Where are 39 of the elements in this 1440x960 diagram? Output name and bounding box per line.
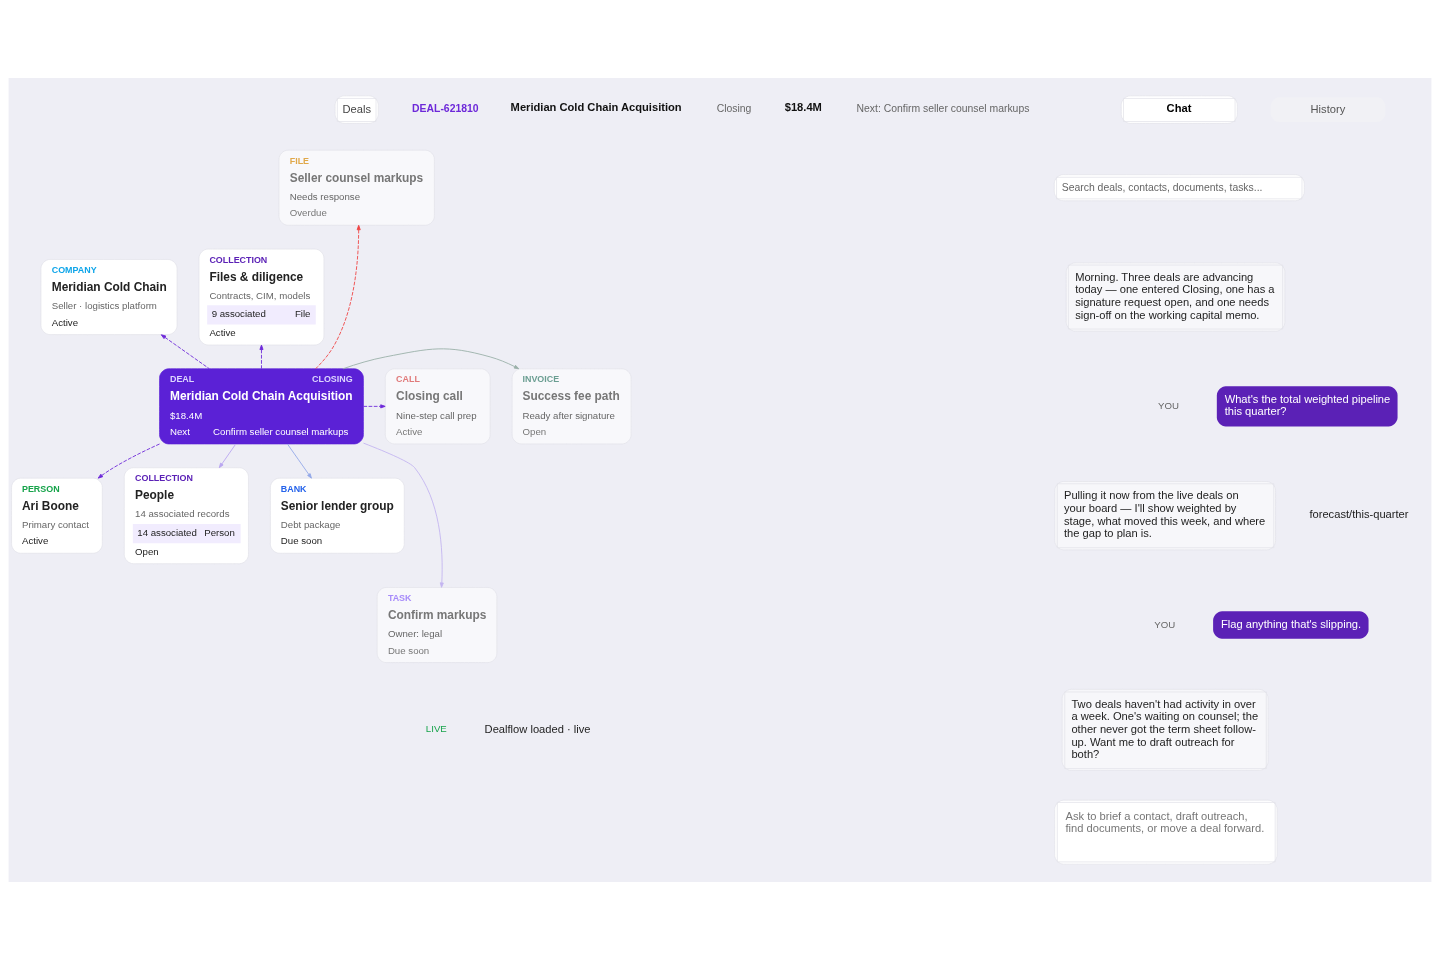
arrow <box>363 442 444 588</box>
label: Next: Confirm seller counsel markups <box>856 103 1030 115</box>
label: Search deals, contacts, documents, tasks... <box>1061 181 1263 193</box>
arrow <box>97 443 160 479</box>
label: What's the total weighted pipeline this quarter? <box>1224 392 1391 418</box>
label: YOU <box>1154 618 1176 630</box>
node-box: COLLECTION People 14 associated records 14 associated Person Open <box>123 467 249 565</box>
label: Flag anything that's slipping. <box>1220 618 1362 631</box>
arrow <box>342 348 520 370</box>
label: Chat <box>1166 101 1192 114</box>
arrow <box>287 443 312 479</box>
label: Ask to brief a contact, draft outreach, find documents, or move a deal forward. <box>1065 809 1265 835</box>
arrow <box>160 334 210 370</box>
node-box: INVOICE Success fee path Ready after signature Open <box>511 368 632 445</box>
node-box: DEAL CLOSING Meridian Cold Chain Acquisition $18.4M Next Confirm seller counsel markups <box>159 368 364 445</box>
arrow <box>259 344 264 370</box>
node-box: FILE Seller counsel markups Needs response Overdue <box>278 149 435 226</box>
label: Two deals haven't had activity in over a week. One's waiting on counsel; the other never got the term sheet follow-up. Want me to draft outreach for both? <box>1071 697 1259 761</box>
label: Deals <box>342 102 372 115</box>
label: Closing <box>716 103 752 115</box>
label: forecast/this-quarter <box>1309 508 1409 521</box>
node-box: PERSON Ari Boone Primary contact Active <box>11 477 103 554</box>
label: Pulling it now from the live deals on your board — I'll show weighted by stage, what moved this week, and where the gap to plan is. <box>1063 489 1266 540</box>
node-box: COMPANY Meridian Cold Chain Seller · logistics platform Active <box>40 259 178 335</box>
label: YOU <box>1158 399 1180 411</box>
arrow <box>362 404 386 409</box>
node-box: COLLECTION Files & diligence Contracts, CIM, models 9 associated File Active <box>198 248 325 346</box>
node-box: TASK Confirm markups Owner: legal Due soon <box>376 587 498 663</box>
label: DEAL-621810 <box>412 102 479 114</box>
arrow <box>218 443 237 469</box>
arrow <box>315 224 361 370</box>
label: History <box>1310 102 1346 115</box>
label: $18.4M <box>784 101 822 114</box>
label: Meridian Cold Chain Acquisition <box>510 101 682 114</box>
node-box: BANK Senior lender group Debt package Due soon <box>270 477 405 554</box>
label: LIVE <box>425 723 447 735</box>
node-box: CALL Closing call Nine-step call prep Active <box>384 368 491 445</box>
label: Dealflow loaded · live <box>484 722 591 735</box>
label: Morning. Three deals are advancing today — one entered Closing, one has a signature request open, and one needs sign-off on the working capital memo. <box>1075 270 1275 321</box>
